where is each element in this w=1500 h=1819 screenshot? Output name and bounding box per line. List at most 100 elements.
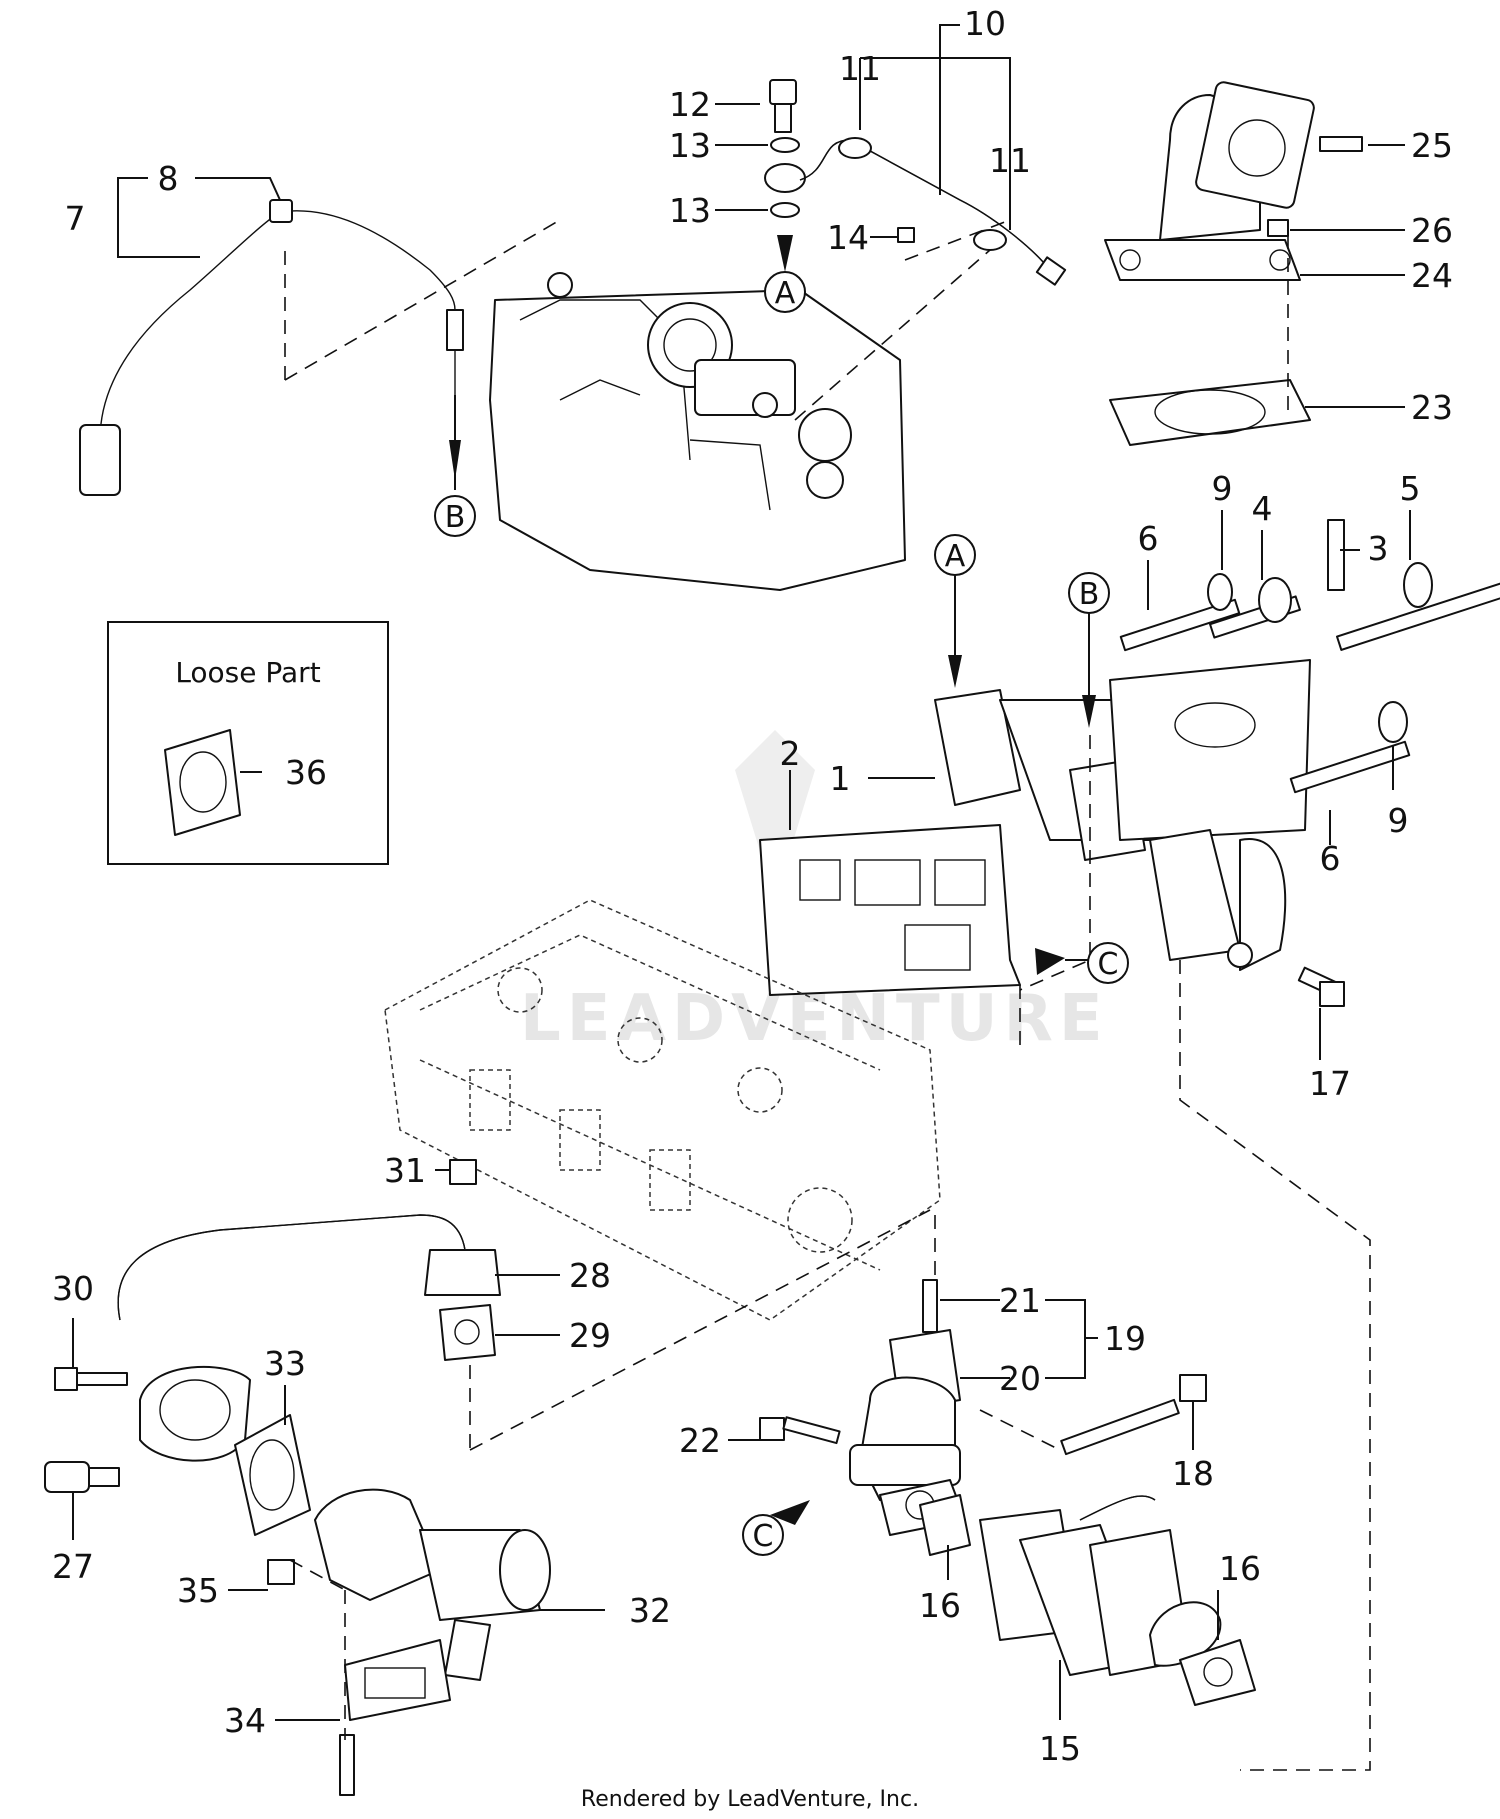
egr-pipe-assembly [764, 79, 1067, 286]
callout-24: 24 [1411, 256, 1453, 295]
callout-20: 20 [999, 1359, 1041, 1398]
callout-3: 3 [1368, 529, 1389, 568]
washer-13-upper [770, 137, 800, 153]
ref-c-manifold [1087, 942, 1129, 984]
bolt-14 [897, 227, 915, 243]
callout-32: 32 [629, 1591, 671, 1630]
washer-9-upper [1207, 573, 1233, 611]
stud-34 [339, 1734, 355, 1796]
manifold-flange [1109, 659, 1311, 841]
reference-markers: A B A B C C [434, 271, 1129, 1556]
ref-c-egr [742, 1514, 784, 1556]
callout-6-lower: 6 [1320, 839, 1341, 878]
washer-4 [1258, 577, 1292, 623]
connector-plug [79, 424, 121, 496]
callout-22: 22 [679, 1421, 721, 1460]
callout-5: 5 [1400, 469, 1421, 508]
callout-33: 33 [264, 1344, 306, 1383]
egr-pipe-tube [849, 1444, 961, 1486]
ref-a-manifold-label: A [945, 539, 966, 574]
bolt-17-head [1319, 981, 1345, 1007]
callout-25: 25 [1411, 126, 1453, 165]
sensor-probe [446, 309, 464, 351]
pipe-flange-28 [424, 1249, 501, 1296]
gasket-36 [164, 729, 241, 836]
footer-credit: Rendered by LeadVenture, Inc. [581, 1787, 919, 1812]
pipe-end-fitting [1035, 256, 1067, 286]
gasket-33 [234, 1414, 311, 1536]
washer-9-lower [1378, 701, 1408, 743]
callout-23: 23 [1411, 388, 1453, 427]
cooler-outlet-flange [1149, 1601, 1222, 1667]
callout-numbers: 1 2 3 4 5 6 6 7 8 9 9 10 11 11 12 13 13 … [52, 4, 1453, 1768]
gasket-23 [1109, 379, 1311, 446]
egr-valve-body [314, 1488, 441, 1601]
egr-pipe-flange [139, 1365, 251, 1462]
ref-b-manifold-label: B [1079, 577, 1100, 612]
egr-connector [444, 1619, 491, 1681]
egr-valve-assembly [44, 1159, 551, 1796]
callout-13-lower: 13 [669, 191, 711, 230]
callout-10: 10 [964, 4, 1006, 43]
bolt-18 [1060, 1398, 1180, 1456]
arrow-b-manifold [1082, 695, 1096, 728]
callout-26: 26 [1411, 211, 1453, 250]
bolt-12-shank [774, 103, 792, 133]
callout-18: 18 [1172, 1454, 1214, 1493]
intake-elbow [1104, 81, 1363, 446]
manifold-port-3 [1149, 829, 1241, 961]
callout-6-upper: 6 [1138, 519, 1159, 558]
loose-part-title: Loose Part [175, 656, 320, 689]
callout-27: 27 [52, 1547, 94, 1586]
manifold-port-1 [934, 689, 1021, 806]
stud-21 [922, 1279, 938, 1333]
eye-fitting [764, 163, 806, 193]
nut-35 [267, 1559, 295, 1585]
stud-25 [1319, 136, 1363, 152]
manifold-gasket-2 [759, 824, 1021, 996]
callout-9-upper: 9 [1212, 469, 1233, 508]
callout-28: 28 [569, 1256, 611, 1295]
bolt-5-head [1403, 562, 1433, 608]
elbow-flange [1195, 81, 1315, 209]
pipe-bracket-11b [973, 229, 1007, 251]
callout-36: 36 [285, 753, 327, 792]
bolt-6-lower [1289, 740, 1411, 794]
arrow-c-manifold [1035, 948, 1065, 975]
ref-a-top [764, 271, 806, 313]
ref-c-egr-label: C [753, 1519, 774, 1554]
arrow-to-a [777, 235, 793, 272]
callout-7: 7 [65, 199, 86, 238]
callout-19: 19 [1104, 1319, 1146, 1358]
ref-b-top-label: B [445, 500, 466, 535]
gasket-34 [344, 1639, 451, 1721]
callout-21: 21 [999, 1281, 1041, 1320]
valve-cover [284, 219, 1011, 591]
bolt-22-head [759, 1417, 785, 1441]
callout-35: 35 [177, 1571, 219, 1610]
arrow-a-manifold [948, 655, 962, 688]
harness-clamp [269, 199, 293, 223]
washer-13-lower [770, 202, 800, 218]
bolt-30 [76, 1372, 128, 1386]
callout-14: 14 [827, 218, 869, 257]
gasket-16b [1179, 1639, 1256, 1706]
bolt-18-head [1179, 1374, 1207, 1402]
bolt-5 [1335, 581, 1500, 651]
callout-34: 34 [224, 1701, 266, 1740]
callout-29: 29 [569, 1316, 611, 1355]
egr-cooler-assembly [759, 1215, 1256, 1706]
callout-31: 31 [384, 1151, 426, 1190]
callout-8: 8 [158, 159, 179, 198]
arrow-c-egr [770, 1500, 810, 1525]
temp-sensor-tip [88, 1467, 120, 1487]
callout-11-right: 11 [989, 141, 1031, 180]
gasket-16a [919, 1494, 971, 1556]
callout-30: 30 [52, 1269, 94, 1308]
bolt-6-upper [1119, 598, 1241, 652]
callout-16-right: 16 [1219, 1549, 1261, 1588]
elbow-base [1104, 239, 1301, 281]
callout-15: 15 [1039, 1729, 1081, 1768]
gasket-29 [439, 1304, 496, 1361]
